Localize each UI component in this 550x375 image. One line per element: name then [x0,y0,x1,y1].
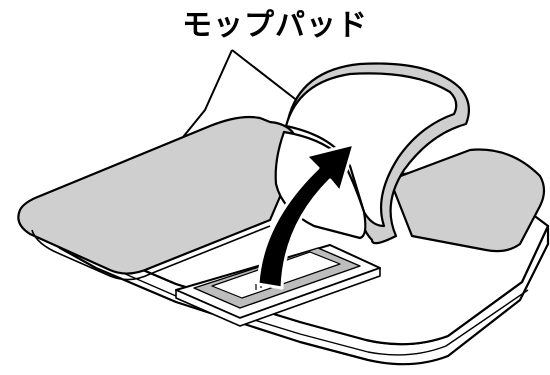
mop-pad-diagram: モップパッド [0,0,550,375]
mop-pad-illustration [0,0,550,375]
